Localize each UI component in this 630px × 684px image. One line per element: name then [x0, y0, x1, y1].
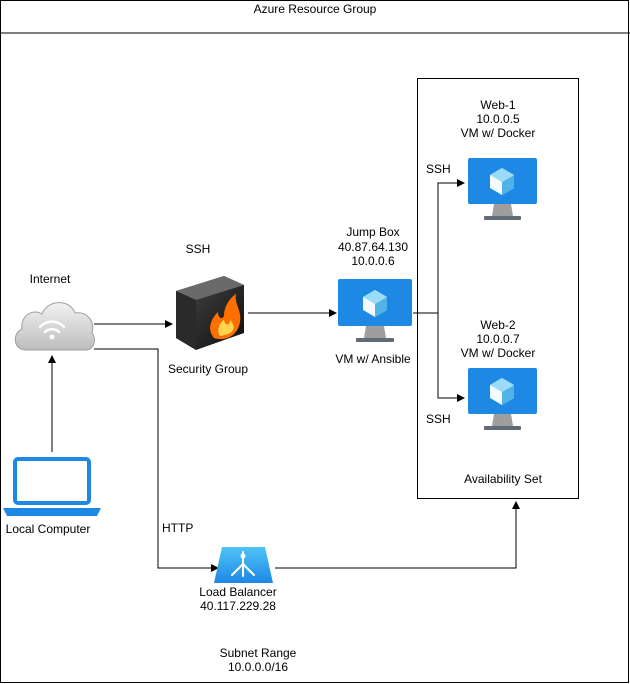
jumpbox-public-ip: 40.87.64.130	[337, 240, 409, 254]
availability-set-label: Availability Set	[464, 472, 542, 486]
web2-vm-icon	[468, 368, 537, 430]
jumpbox-name: Jump Box	[346, 225, 400, 239]
jumpbox-private-ip: 10.0.0.6	[351, 254, 395, 268]
web2-name: Web-2	[480, 318, 516, 332]
subnet-label: Subnet Range	[219, 646, 297, 660]
resource-group-title: Azure Resource Group	[253, 2, 377, 16]
jumpbox-role: VM w/ Ansible	[335, 352, 411, 366]
laptop-icon	[3, 457, 101, 516]
jumpbox-vm-icon	[338, 279, 412, 342]
connectors	[48, 179, 520, 572]
internet-cloud-icon	[14, 302, 95, 351]
web1-vm-icon	[468, 158, 537, 220]
subnet-range: 10.0.0.0/16	[227, 660, 289, 674]
load-balancer-ip: 40.117.229.28	[200, 599, 276, 613]
web1-role: VM w/ Docker	[460, 126, 536, 140]
internet-label: Internet	[29, 272, 71, 286]
load-balancer-icon	[214, 547, 273, 583]
web1-ip: 10.0.0.5	[476, 112, 520, 126]
local-computer-label: Local Computer	[5, 522, 91, 536]
web2-ip: 10.0.0.7	[476, 332, 520, 346]
security-group-label: Security Group	[167, 362, 249, 376]
web2-role: VM w/ Docker	[460, 346, 536, 360]
security-group-protocol: SSH	[185, 242, 211, 256]
connector-load-balancer-to-availability-set	[275, 501, 520, 569]
web1-name: Web-1	[480, 98, 516, 112]
web2-ssh-label: SSH	[426, 412, 451, 426]
connector-jumpbox-to-web2	[437, 313, 465, 402]
connector-jumpbox-to-web1	[437, 179, 465, 313]
connector-internet-to-load-balancer	[94, 348, 219, 572]
web1-ssh-label: SSH	[426, 162, 451, 176]
http-label: HTTP	[162, 521, 194, 535]
load-balancer-name: Load Balancer	[199, 585, 277, 599]
firewall-icon	[176, 276, 244, 350]
availability-set-box	[417, 78, 579, 499]
